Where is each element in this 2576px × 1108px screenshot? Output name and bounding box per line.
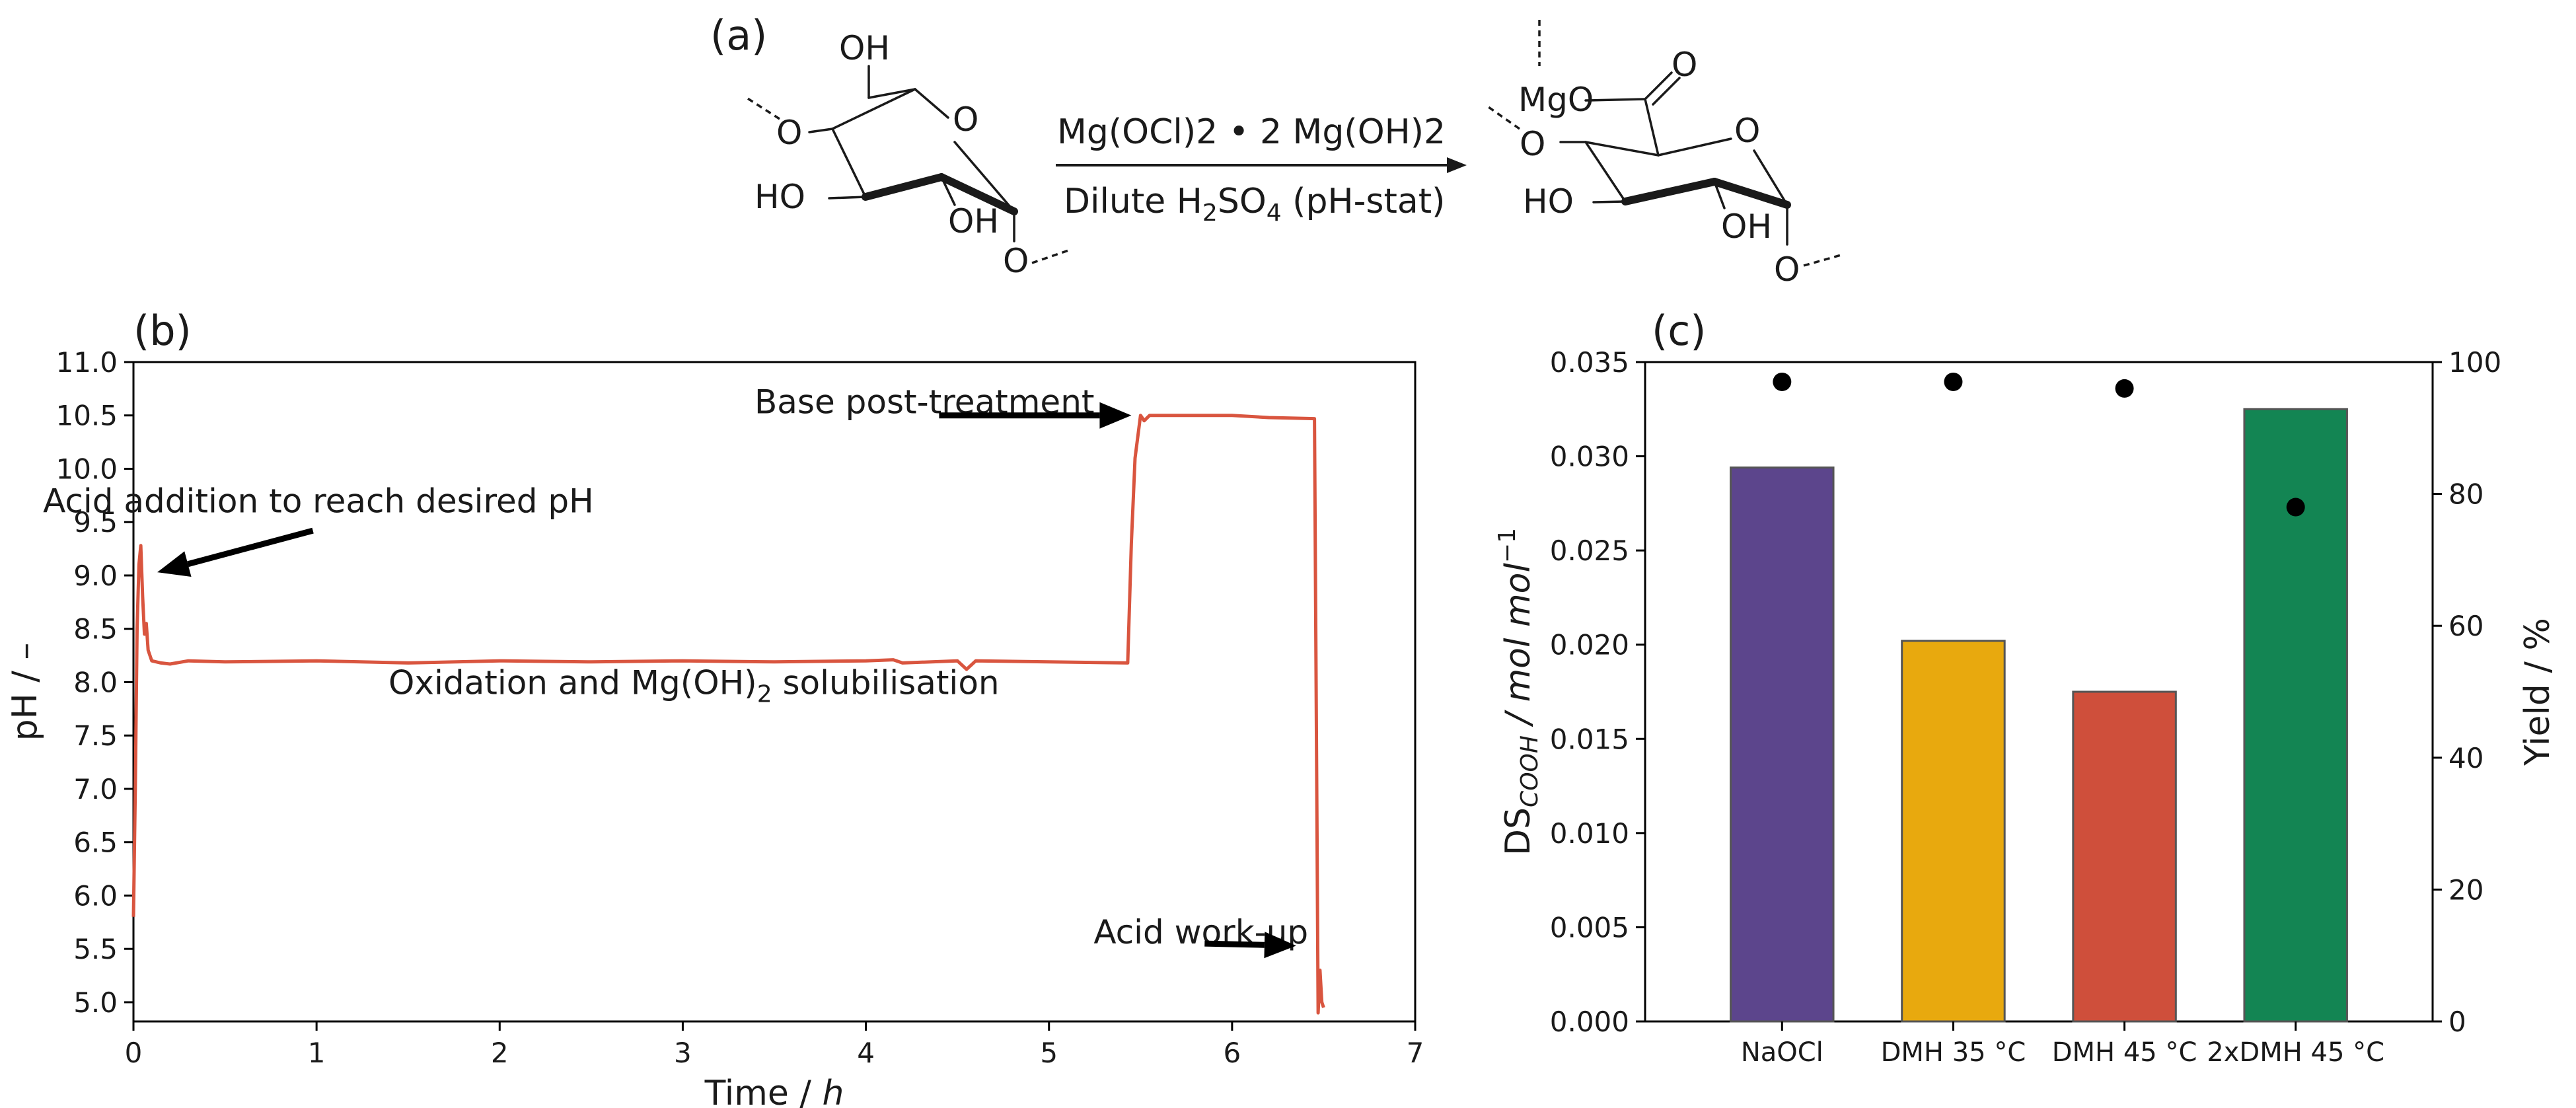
annotation-text-0: Acid addition to reach desired pH xyxy=(43,482,594,521)
yield-points xyxy=(1773,372,2305,517)
y-tick-label-left-c-6: 0.030 xyxy=(1550,441,1629,473)
x-tick-label-b-7: 7 xyxy=(1407,1037,1424,1069)
x-tick-label-c-0: NaOCl xyxy=(1741,1037,1823,1068)
x-tick-label-b-5: 5 xyxy=(1040,1037,1058,1069)
y-tick-label-right-c-5: 100 xyxy=(2448,346,2501,379)
y-tick-label-b-8: 9.0 xyxy=(73,560,118,592)
y-axis-label-left-c: DSCOOH / mol mol−1 xyxy=(1494,528,1543,856)
yield-point-3 xyxy=(2286,498,2305,517)
y-tick-label-b-6: 8.0 xyxy=(73,666,118,698)
panel-label-c: (c) xyxy=(1652,307,1706,355)
bars-c xyxy=(1730,408,2348,1023)
annotation-arrow-2-head xyxy=(1264,932,1296,959)
y-tick-label-left-c-5: 0.025 xyxy=(1550,535,1629,567)
atom-o-link-left: O xyxy=(776,114,802,152)
plot-frame-c xyxy=(1644,361,2434,1023)
ph-series-line xyxy=(131,414,1325,1015)
y-tick-label-right-c-4: 80 xyxy=(2448,478,2484,511)
y-axis-b: 5.0 5.5 6.0 6.5 7.0 7.5 8.0 8.5 9.0 9.5 10.0 10.5 11… xyxy=(55,346,133,1019)
y-axis-right-c: 0 20 40 60 80 100 xyxy=(2433,346,2501,1038)
glucose-unit-structure: OH O HO OH O O xyxy=(746,29,1071,280)
annotation-arrow-1 xyxy=(939,402,1132,429)
bar-1 xyxy=(1901,640,2006,1023)
y-tick-label-right-c-1: 20 xyxy=(2448,873,2484,906)
y-tick-label-left-c-0: 0.000 xyxy=(1550,1006,1629,1038)
y-tick-label-left-c-2: 0.010 xyxy=(1550,817,1629,850)
atom-o-link-bottom: O xyxy=(1003,242,1029,280)
annotation-arrow-0-shaft xyxy=(187,527,314,568)
y-tick-label-right-c-3: 60 xyxy=(2448,610,2484,642)
annotation-arrow-0-head xyxy=(157,551,192,577)
atom-oh-bottom-right: OH xyxy=(1721,207,1772,246)
y-tick-label-left-c-1: 0.005 xyxy=(1550,911,1629,943)
y-tick-label-b-11: 10.5 xyxy=(55,400,118,432)
bar-2 xyxy=(2072,690,2177,1023)
panel-label-b: (b) xyxy=(133,307,192,355)
x-tick-label-b-6: 6 xyxy=(1223,1037,1241,1069)
y-axis-label-b: pH / – xyxy=(5,643,45,741)
y-tick-label-b-10: 10.0 xyxy=(55,453,118,485)
atom-o-carbonyl: O xyxy=(1672,46,1697,84)
y-tick-label-b-12: 11.0 xyxy=(55,346,118,379)
atom-o-link-left-right: O xyxy=(1520,125,1545,163)
y-axis-label-right-c: Yield / % xyxy=(2518,618,2558,766)
y-tick-label-b-3: 6.5 xyxy=(73,827,118,859)
y-tick-label-b-1: 5.5 xyxy=(73,933,118,965)
yield-point-0 xyxy=(1773,372,1792,391)
y-tick-label-b-7: 8.5 xyxy=(73,613,118,646)
x-tick-label-b-4: 4 xyxy=(857,1037,875,1069)
yield-point-1 xyxy=(1944,372,1963,391)
y-tick-label-b-4: 7.0 xyxy=(73,773,118,805)
annotation-arrow-2-shaft xyxy=(1204,940,1265,948)
annotation-arrow-1-head xyxy=(1099,402,1132,429)
atom-oh-bottom: OH xyxy=(948,202,999,240)
yield-point-2 xyxy=(2115,379,2134,398)
ds-yield-chart: (c) 0.0000.0050.0100.0150.0200.0250.0300… xyxy=(1494,307,2558,1068)
x-tick-label-c-1: DMH 35 °C xyxy=(1881,1037,2026,1068)
atom-ho-left: HO xyxy=(754,178,805,216)
annotation-arrow-2 xyxy=(1204,932,1296,959)
atom-ho-right: HO xyxy=(1523,182,1574,221)
atom-o-ring-left: O xyxy=(953,100,978,139)
annotation-arrow-0 xyxy=(157,527,314,577)
atom-o-link-bottom-right: O xyxy=(1774,250,1800,289)
x-tick-label-b-2: 2 xyxy=(491,1037,509,1069)
y-tick-label-right-c-2: 40 xyxy=(2448,742,2484,774)
y-tick-label-right-c-0: 0 xyxy=(2448,1006,2466,1038)
y-tick-label-b-2: 6.0 xyxy=(73,879,118,912)
bar-0 xyxy=(1730,466,1835,1023)
annotation-oxidation: Oxidation and Mg(OH)2 solubilisation xyxy=(388,664,1000,708)
x-tick-label-b-3: 3 xyxy=(674,1037,692,1069)
y-tick-label-left-c-7: 0.035 xyxy=(1550,346,1629,379)
glucuronate-unit-structure: MgO O O HO OH O O xyxy=(1485,20,1844,289)
y-tick-label-left-c-3: 0.015 xyxy=(1550,723,1629,755)
y-tick-label-b-5: 7.5 xyxy=(73,720,118,752)
y-tick-label-b-0: 5.0 xyxy=(73,986,118,1019)
y-axis-left-c: 0.000 0.005 0.010 0.015 0.020 0.025 0.030 0.035 xyxy=(1550,346,1645,1038)
atom-mgo: MgO xyxy=(1518,81,1594,119)
x-axis-label-b: Time / h xyxy=(704,1074,844,1108)
y-tick-label-left-c-4: 0.020 xyxy=(1550,629,1629,661)
atom-o-ring-right: O xyxy=(1734,112,1760,150)
reaction-scheme: (a) OH O HO OH O O Mg(OCl)2 • 2 Mg(OH)2 xyxy=(710,11,1844,289)
y-tick-label-b-9: 9.5 xyxy=(73,506,118,538)
plot-frame-b xyxy=(132,361,1417,1023)
x-tick-label-b-0: 0 xyxy=(125,1037,143,1069)
atom-oh-top: OH xyxy=(839,29,890,67)
x-axis-c: NaOCl DMH 35 °C DMH 45 °C 2xDMH 45 °C xyxy=(1741,1021,2384,1068)
x-tick-label-c-3: 2xDMH 45 °C xyxy=(2207,1037,2384,1068)
reagent-bottom: Dilute H2SO4 (pH-stat) xyxy=(1064,182,1445,227)
ph-time-chart: (b) 5.05.56.06.57.07.58.08.59.09.510.010… xyxy=(5,307,1424,1108)
x-tick-label-b-1: 1 xyxy=(308,1037,326,1069)
x-axis-b: 0 1 2 3 4 5 6 7 xyxy=(125,1021,1424,1069)
x-tick-label-c-2: DMH 45 °C xyxy=(2052,1037,2197,1068)
reagent-top: Mg(OCl)2 • 2 Mg(OH)2 xyxy=(1057,112,1446,152)
panel-label-a: (a) xyxy=(710,11,767,59)
